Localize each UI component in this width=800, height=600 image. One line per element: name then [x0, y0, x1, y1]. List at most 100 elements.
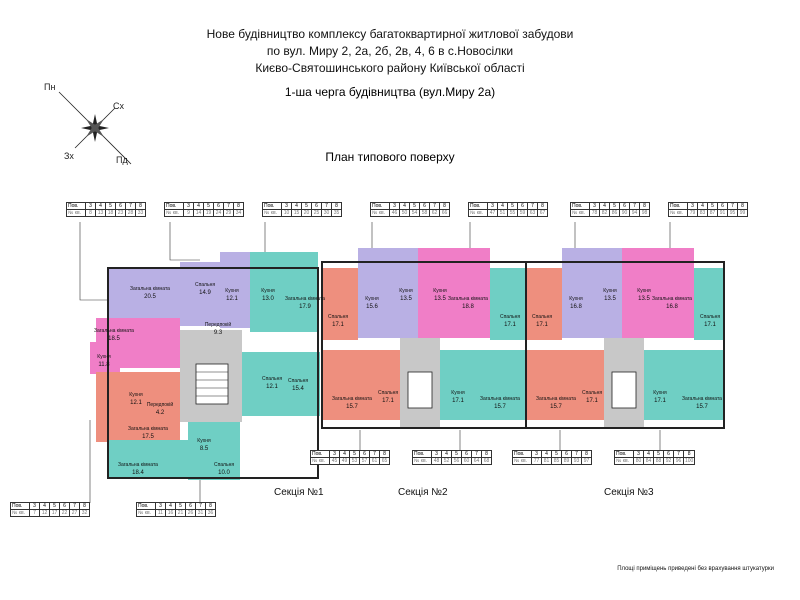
apt-salmon-s2a — [322, 268, 358, 340]
room-label: Кухня — [399, 288, 413, 294]
compass-south-label: Пд — [116, 155, 128, 165]
room-area: 17.1 — [332, 322, 344, 328]
room-area: 17.1 — [504, 322, 516, 328]
room-area: 17.5 — [142, 434, 154, 440]
room-area: 12.1 — [266, 384, 278, 390]
apt-teal-s2b — [440, 350, 526, 420]
room-area: 17.1 — [586, 398, 598, 404]
room-label: Загальна кімната — [128, 426, 168, 432]
room-area: 18.5 — [108, 336, 120, 342]
section-2-label: Секція №2 — [398, 487, 448, 498]
apt-teal-s3b — [644, 350, 724, 420]
room-35: Кухня 17.1 — [653, 390, 667, 404]
room-area: 17.1 — [382, 398, 394, 404]
room-label: Загальна кімната — [652, 296, 692, 302]
room-label: Спальня — [582, 390, 602, 396]
room-15: Спальня 12.1 — [262, 376, 282, 390]
compass-west-label: Зх — [64, 151, 74, 161]
room-area: 4.2 — [156, 410, 165, 416]
room-label: Загальна кімната — [332, 396, 372, 402]
room-area: 20.5 — [144, 294, 156, 300]
room-area: 10.0 — [218, 470, 230, 476]
apt-pink-b — [90, 342, 120, 374]
apt-salmon-s3a — [526, 268, 562, 340]
section-2-plan — [321, 248, 527, 429]
room-24: Спальня 17.1 — [378, 390, 398, 404]
section-1-label: Секція №1 — [274, 487, 324, 498]
room-label: Загальна кімната — [130, 286, 170, 292]
room-label: Загальна кімната — [448, 296, 488, 302]
section-3-label: Секція №3 — [604, 487, 654, 498]
room-area: 17.1 — [452, 398, 464, 404]
apt-lavender-b — [180, 262, 220, 326]
room-area: 15.7 — [696, 404, 708, 410]
apt-teal-a — [250, 252, 318, 332]
room-label: Спальня — [288, 378, 308, 384]
room-area: 16.8 — [570, 304, 582, 310]
room-area: 9.3 — [214, 330, 223, 336]
section-3-plan — [525, 248, 725, 429]
room-label: Спальня — [195, 282, 215, 288]
room-31: Загальна кімната 16.8 — [652, 296, 692, 310]
apt-teal-s3a — [694, 268, 724, 340]
room-label: Загальна кімната — [94, 328, 134, 334]
room-label: Загальна кімната — [285, 296, 325, 302]
room-label: Кухня — [365, 296, 379, 302]
room-label: Спальня — [378, 390, 398, 396]
apt-lavender-a — [108, 268, 180, 326]
room-area: 15.7 — [550, 404, 562, 410]
room-label: Кухня — [653, 390, 667, 396]
room-area: 16.8 — [666, 304, 678, 310]
floor-header: Пов. — [66, 202, 86, 210]
compass-rose-icon — [58, 91, 132, 165]
room-17: Спальня 17.1 — [328, 314, 348, 328]
title-line-3: Києво-Святошинського району Київської об… — [255, 61, 525, 75]
apt-teal-b — [108, 440, 188, 478]
room-10: Загальна кімната 17.5 — [128, 426, 168, 440]
apt-salmon-a — [96, 372, 180, 442]
room-area: 15.6 — [366, 304, 378, 310]
subtitle: 1-ша черга будівництва (вул.Миру 2а) — [284, 85, 496, 99]
apt-salmon-s3b — [526, 350, 604, 420]
room-label: Спальня — [214, 462, 234, 468]
compass-north-label: Пн — [44, 82, 56, 92]
room-18: Кухня 15.6 — [365, 296, 379, 310]
room-label: Кухня — [197, 438, 211, 444]
room-area: 12.1 — [130, 400, 142, 406]
room-area: 12.1 — [226, 296, 238, 302]
apt-teal-c — [188, 420, 240, 480]
room-area: 17.1 — [654, 398, 666, 404]
room-label: Спальня — [262, 376, 282, 382]
room-area: 8.5 — [200, 446, 209, 452]
room-28: Кухня 16.8 — [569, 296, 583, 310]
room-area: 13.0 — [262, 296, 274, 302]
room-label: Загальна кімната — [480, 396, 520, 402]
room-label: Загальна кімната — [536, 396, 576, 402]
room-label: Кухня — [569, 296, 583, 302]
room-label: Спальня — [500, 314, 520, 320]
room-label: Спальня — [328, 314, 348, 320]
room-area: 13.5 — [604, 296, 616, 302]
